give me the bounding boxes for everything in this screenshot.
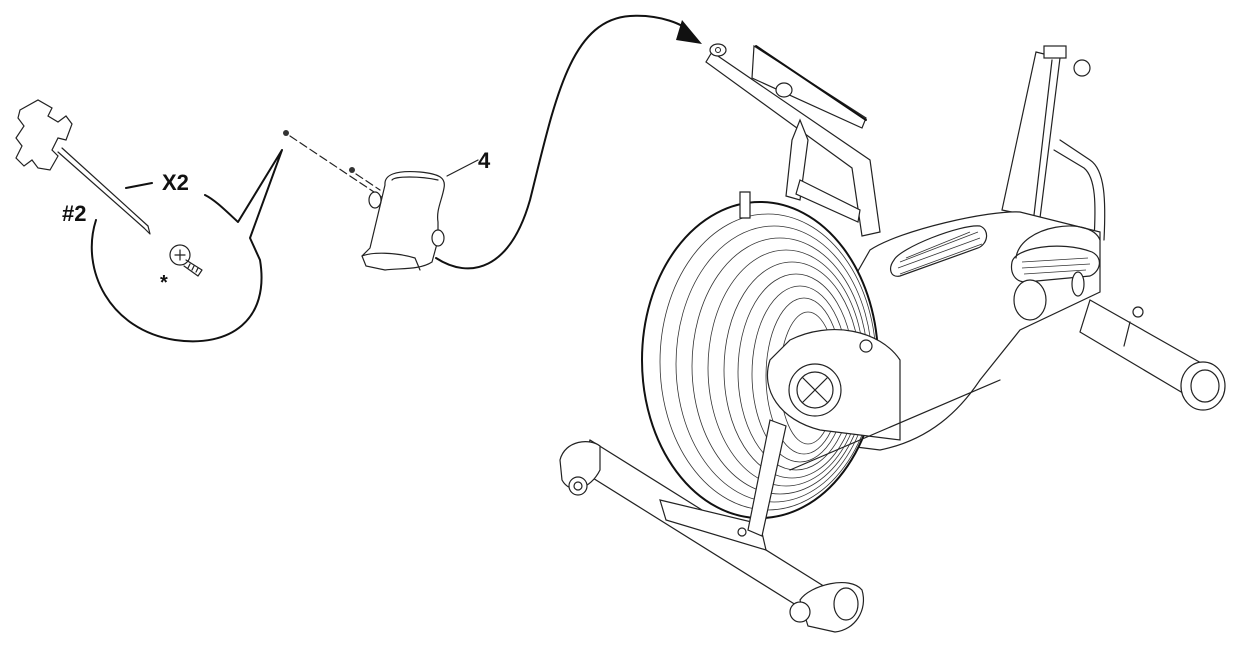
pedal [1010, 225, 1101, 321]
rear-stabilizer [1079, 299, 1226, 411]
hardware-note-marker: * [160, 272, 168, 294]
curved-arrow [435, 14, 702, 270]
alignment-line [355, 173, 381, 191]
part-number-label: 4 [478, 148, 491, 173]
tool-size-label: #2 [62, 201, 87, 226]
air-bike [559, 43, 1226, 633]
callout-bubble [90, 149, 283, 343]
part-4-holder [361, 159, 479, 271]
quantity-label: X2 [162, 170, 189, 195]
small-screw-icon [283, 130, 355, 173]
front-stabilizer [559, 379, 1001, 633]
footrest-grill [890, 225, 988, 277]
screw-icon [169, 244, 203, 277]
screwdriver-icon [15, 99, 151, 235]
